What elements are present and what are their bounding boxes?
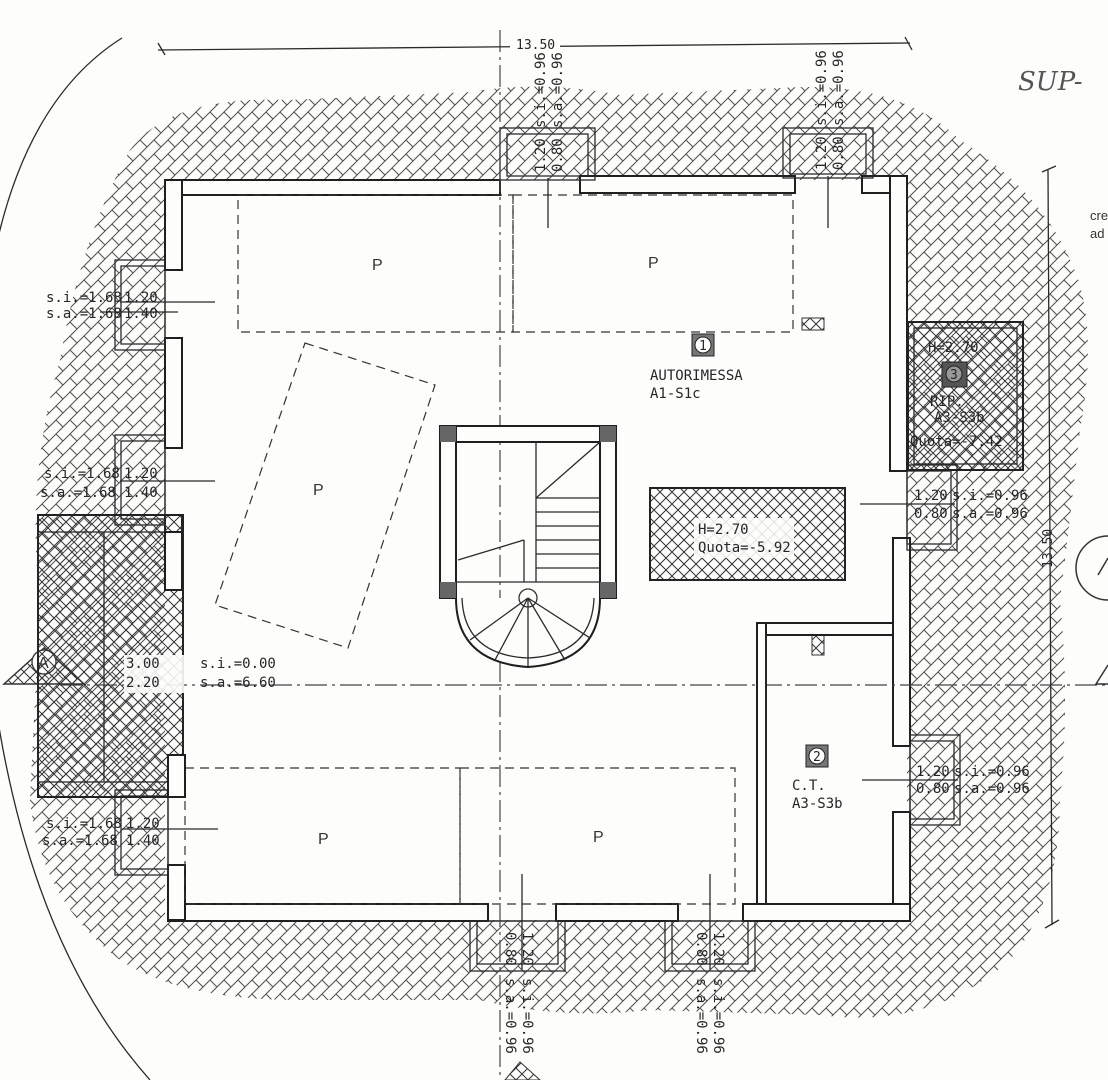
- vent-2: [811, 634, 825, 656]
- window-right-low-w: 0.80: [916, 781, 950, 797]
- wall-bottom-left: [167, 903, 489, 922]
- staircase: [439, 425, 617, 669]
- side-dimension: 13.50: [1041, 529, 1056, 568]
- window-left-1-h: 1.20: [124, 290, 158, 306]
- wall-bottom-mid: [555, 903, 679, 922]
- cellar-level: Quota=-5.92: [698, 540, 791, 556]
- room-3-code: A3-S3b: [934, 410, 985, 426]
- window-top-left-w: 0.80: [550, 138, 566, 172]
- window-bottom-right-sa: s.a.=0.96: [693, 978, 709, 1054]
- window-top-right-si: s.i.=0.96: [814, 50, 830, 126]
- window-right-low-sa: s.a.=0.96: [954, 781, 1030, 797]
- wall-bottom-right: [742, 903, 911, 922]
- window-top-right-h: 1.20: [814, 136, 830, 170]
- site-boundary-arc: [0, 37, 151, 1080]
- ramp: [37, 514, 186, 798]
- window-top-left-sa: s.a.=0.96: [550, 52, 566, 128]
- north-arrow-fragment: [504, 1061, 541, 1080]
- window-left-2-si: s.i.=1.68: [44, 466, 120, 482]
- window-bottom-left-si: s.i.=0.96: [519, 978, 535, 1054]
- room-2-name: C.T.: [792, 778, 826, 794]
- handwritten-note: SUP-: [1018, 67, 1083, 97]
- window-left-3-h: 1.20: [126, 816, 160, 832]
- window-top-left-h: 1.20: [533, 138, 549, 172]
- window-bottom-left-sa: s.a.=0.96: [502, 978, 518, 1054]
- wall-top-mid: [579, 175, 796, 194]
- window-left-1-si: s.i.=1.68: [46, 290, 122, 306]
- parking-spaces: [184, 194, 794, 905]
- wall-top-left: [164, 179, 501, 196]
- cellar-height: H=2.70: [698, 522, 749, 538]
- overall-dimension: 13.50: [516, 38, 555, 53]
- margin-note-line1: cre: [1090, 208, 1108, 223]
- room-3-number: 3: [950, 368, 958, 383]
- window-top-left-si: s.i.=0.96: [533, 52, 549, 128]
- wall-left-2: [164, 337, 183, 449]
- window-bottom-right-h: 1.20: [710, 932, 726, 966]
- window-right-low-si: s.i.=0.96: [954, 764, 1030, 780]
- window-left-2-sa: s.a.=1.68: [40, 485, 116, 501]
- ramp-si: s.i.=0.00: [200, 656, 276, 672]
- storage-room: [907, 321, 1024, 471]
- room-3-name: RIP.: [930, 394, 964, 410]
- ramp-width: 3.00: [126, 656, 160, 672]
- window-left-3-si: s.i.=1.68: [46, 816, 122, 832]
- window-right-mid-h: 1.20: [914, 488, 948, 504]
- boiler-room: [756, 622, 894, 636]
- margin-note-line2: ad: [1090, 226, 1104, 241]
- wall-left-1: [164, 179, 183, 271]
- section-marker-right: [1075, 535, 1108, 685]
- parking-label-5: P: [593, 829, 604, 846]
- wall-left-5: [167, 864, 186, 921]
- window-left-3-w: 1.40: [126, 833, 160, 849]
- window-bottom-left-h: 1.20: [519, 932, 535, 966]
- parking-label-2: P: [648, 255, 659, 272]
- room-2-number: 2: [813, 750, 821, 765]
- overall-dimension-line: [157, 36, 913, 56]
- window-left-2-h: 1.20: [124, 466, 158, 482]
- room-2-marker: [805, 744, 829, 768]
- window-right-mid-w: 0.80: [914, 506, 948, 522]
- side-dimension-line: [1041, 165, 1060, 929]
- room-1-number: 1: [699, 339, 707, 354]
- parking-label-3: P: [313, 482, 324, 499]
- window-right-mid-sa: s.a.=0.96: [952, 506, 1028, 522]
- window-bottom-left-w: 0.80: [502, 932, 518, 966]
- ramp-sa: s.a.=6.60: [200, 675, 276, 691]
- ramp-height: 2.20: [126, 675, 160, 691]
- window-left-1-sa: s.a.=1.68: [46, 306, 122, 322]
- room-3-level: Quota=-7.42: [910, 434, 1003, 450]
- window-left-2-w: 1.40: [124, 485, 158, 501]
- room-1-code: A1-S1c: [650, 386, 701, 402]
- window-left-1-w: 1.40: [124, 306, 158, 322]
- window-bottom-right-w: 0.80: [693, 932, 709, 966]
- parking-label-4: P: [318, 831, 329, 848]
- room-2-code: A3-S3b: [792, 796, 843, 812]
- vent-1: [801, 317, 825, 331]
- wall-right-mid: [892, 537, 911, 747]
- window-top-right-sa: s.a.=0.96: [831, 50, 847, 126]
- parking-label-1: P: [372, 257, 383, 274]
- room-1-name: AUTORIMESSA: [650, 368, 743, 384]
- window-right-mid-si: s.i.=0.96: [952, 488, 1028, 504]
- window-right-low-h: 1.20: [916, 764, 950, 780]
- window-leaders: [100, 176, 958, 970]
- window-bottom-right-si: s.i.=0.96: [710, 978, 726, 1054]
- boiler-room-wall: [756, 622, 767, 905]
- wall-right-upper: [889, 175, 908, 472]
- room-1-marker: [691, 333, 715, 357]
- room-3-height: H=2.70: [928, 340, 979, 356]
- window-top-right-w: 0.80: [831, 136, 847, 170]
- window-left-3-sa: s.a.=1.68: [42, 833, 118, 849]
